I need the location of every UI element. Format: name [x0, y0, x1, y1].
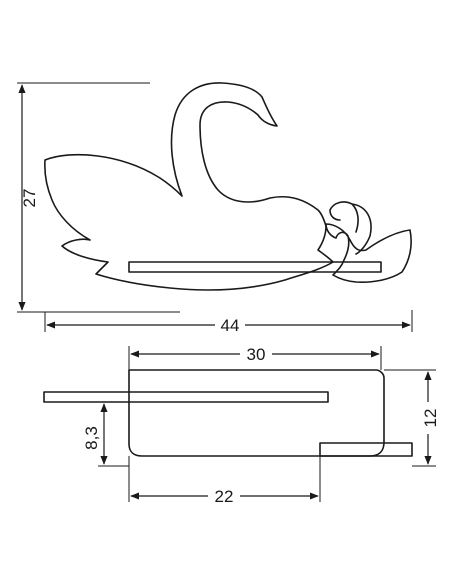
small-swan-outline — [325, 223, 412, 283]
dimension-width: 44 — [44, 310, 413, 336]
small-swan-head — [329, 201, 372, 255]
dimension-width-label: 44 — [221, 316, 240, 335]
top-view-body — [128, 369, 385, 457]
top-view-short-shelf — [319, 442, 413, 457]
dimension-shelf-width: 30 — [128, 343, 382, 370]
big-swan-outline — [44, 82, 334, 291]
front-view — [44, 82, 412, 291]
front-shelf-board — [128, 261, 382, 273]
dimension-lower-width-label: 22 — [215, 487, 234, 506]
dimension-lower-width: 22 — [128, 456, 321, 506]
dimension-shelf-height: 8,3 — [82, 403, 129, 467]
top-view — [43, 369, 413, 457]
dimension-depth: 12 — [384, 369, 440, 467]
dimension-depth-label: 12 — [421, 409, 440, 428]
dimension-shelf-height-label: 8,3 — [82, 426, 101, 450]
top-view-long-shelf — [43, 391, 329, 403]
dimension-height: 27 — [17, 82, 180, 313]
dimension-height-label: 27 — [20, 189, 39, 208]
dimension-shelf-width-label: 30 — [247, 345, 266, 364]
